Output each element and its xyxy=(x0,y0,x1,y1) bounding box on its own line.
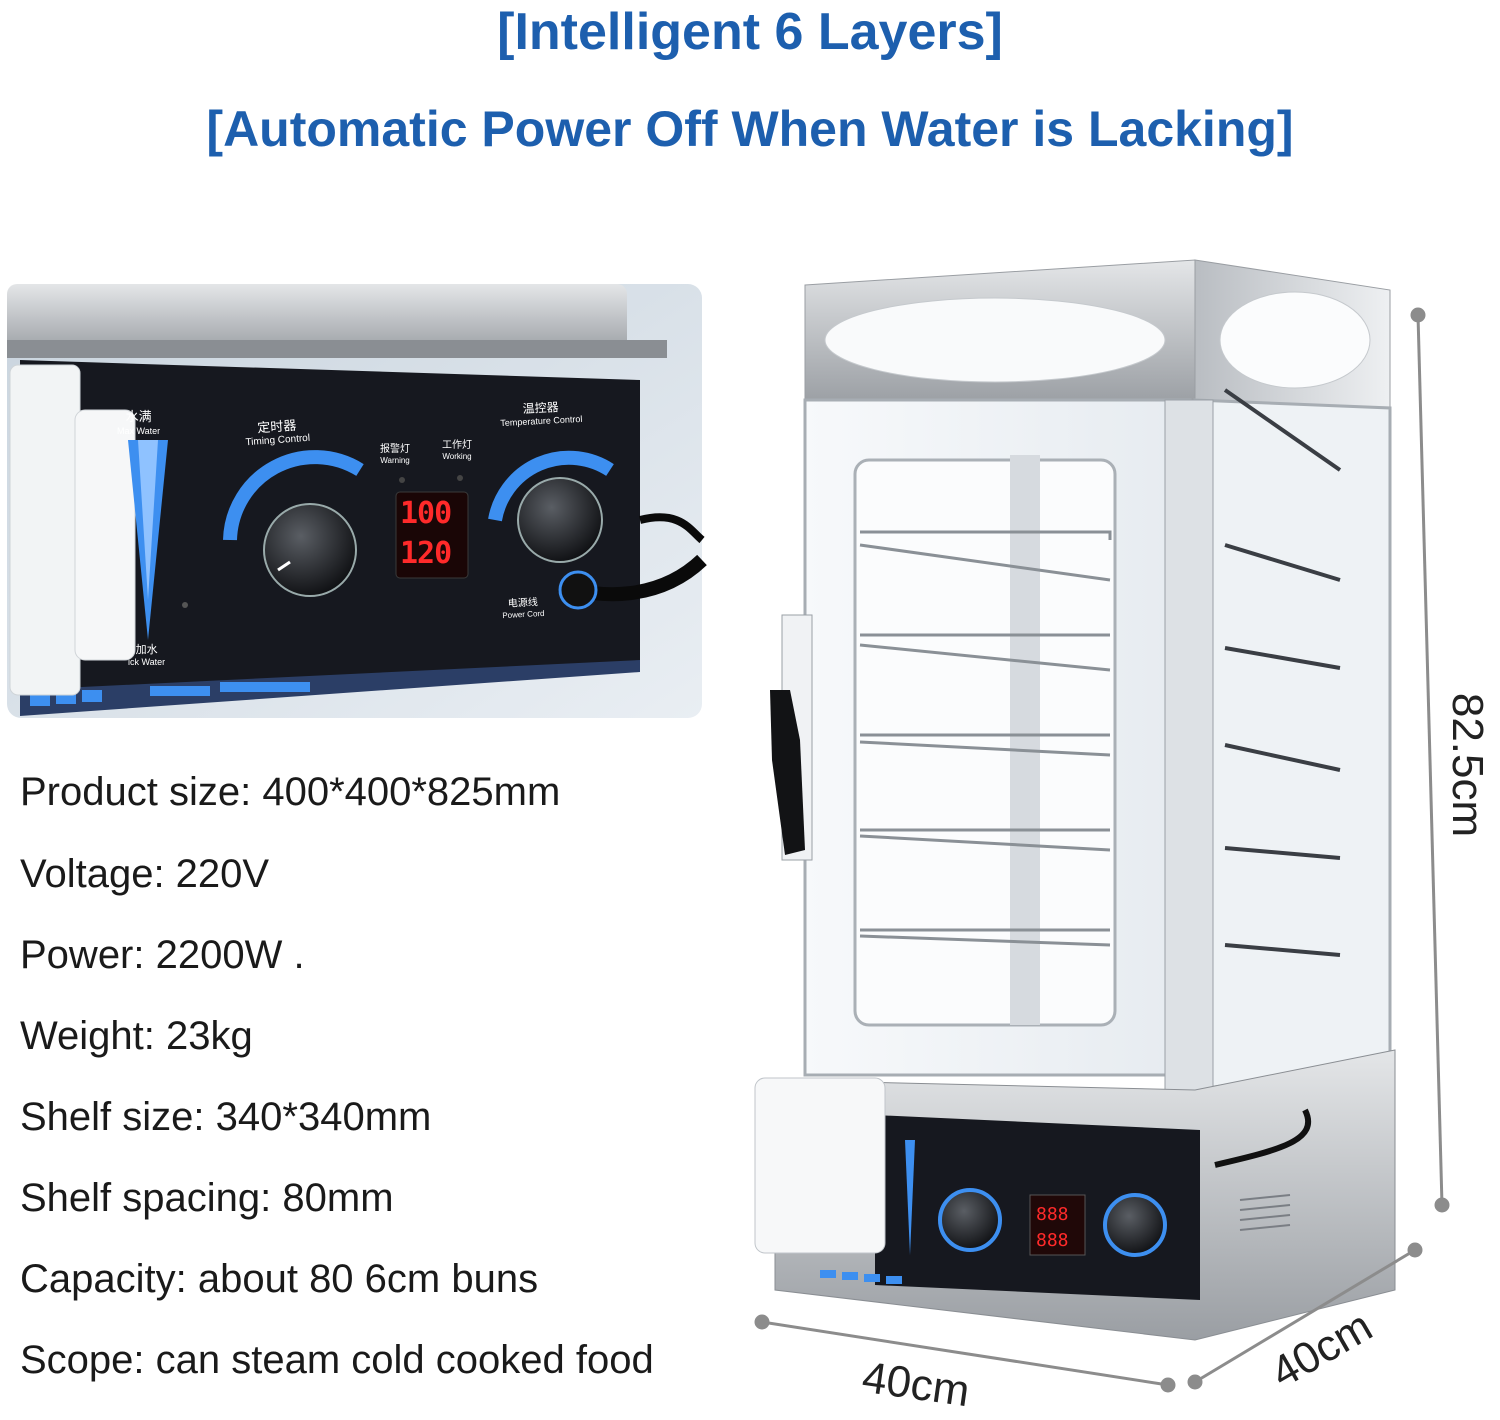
headline-intelligent-layers: [Intelligent 6 Layers] xyxy=(497,3,1003,61)
spec-scope: Scope: can steam cold cooked food xyxy=(20,1338,654,1382)
spec-weight: Weight: 23kg xyxy=(20,1014,253,1058)
digital-display xyxy=(395,491,469,579)
svg-text:888: 888 xyxy=(1036,1230,1069,1251)
spec-power: Power: 2200W . xyxy=(20,933,305,977)
bun-steamer-cabinet: 888 888 xyxy=(754,259,1396,1341)
dimension-lines xyxy=(754,307,1450,1393)
headline-auto-power-off: [Automatic Power Off When Water is Lacki… xyxy=(206,101,1294,157)
timing-knob xyxy=(263,503,357,597)
spec-shelf-size: Shelf size: 340*340mm xyxy=(20,1095,432,1139)
spec-voltage: Voltage: 220V xyxy=(20,852,270,896)
spec-product-size: Product size: 400*400*825mm xyxy=(20,770,561,814)
dimension-height: 82.5cm xyxy=(1443,692,1493,838)
svg-text:888: 888 xyxy=(1036,1204,1069,1225)
control-panel-closeup xyxy=(7,284,707,718)
spec-shelf-spacing: Shelf spacing: 80mm xyxy=(20,1176,394,1220)
spec-capacity: Capacity: about 80 6cm buns xyxy=(20,1257,539,1301)
temperature-knob xyxy=(517,477,603,563)
